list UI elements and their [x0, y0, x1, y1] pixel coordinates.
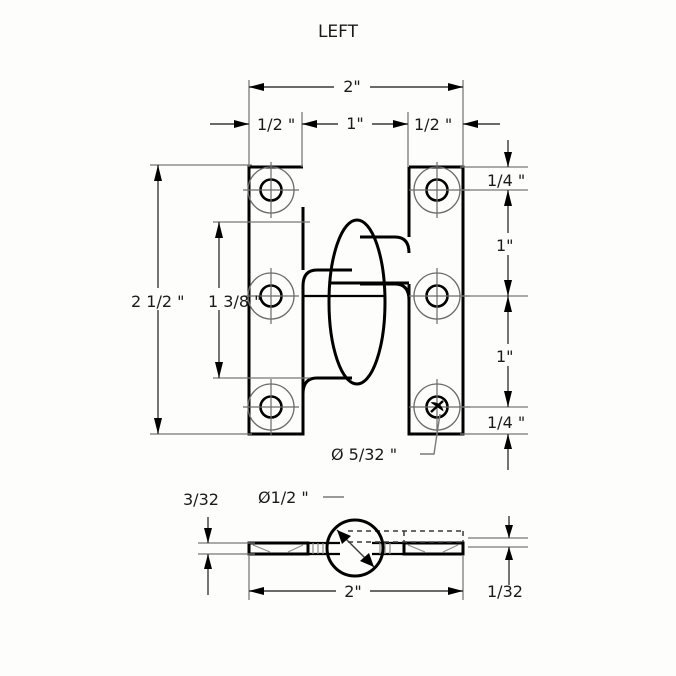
right-leaf-outline — [360, 165, 465, 436]
dim-left-inner-height: 1 3/8 " — [208, 222, 261, 378]
bottom-view-dimensions: 3/32 Ø1/2 " 2" 1/32 — [183, 488, 528, 601]
dim-top-left-leaf: 1/2 " — [210, 115, 295, 134]
callout-barrel-diameter-label: Ø1/2 " — [258, 488, 309, 507]
screw-hole-right-top — [409, 162, 470, 218]
screw-hole-left-top — [243, 162, 299, 218]
dim-plate-thickness-label: 3/32 — [183, 490, 219, 509]
screw-hole-right-middle — [409, 268, 470, 324]
bottom-right-neck — [372, 541, 404, 556]
dim-right-lower-spacing: 1" — [496, 296, 522, 407]
dim-left-overall-height: 2 1/2 " — [131, 165, 184, 434]
dim-right-lower-spacing-label: 1" — [496, 347, 514, 366]
callout-hole-diameter: Ø 5/32 " — [331, 413, 441, 464]
bottom-view — [247, 518, 465, 578]
bottom-left-neck — [308, 541, 340, 556]
dim-right-top-edge-label: 1/4 " — [487, 171, 525, 190]
dim-top-left-leaf-label: 1/2 " — [257, 115, 295, 134]
dim-bottom-overall-width: 2" — [248, 556, 464, 601]
dim-right-upper-spacing: 1" — [496, 190, 522, 296]
bottom-right-plate — [402, 541, 465, 556]
dim-top-right-leaf: 1/2 " — [414, 115, 500, 134]
right-dimensions: 1/4 " 1" 1" 1/4 " — [460, 140, 528, 470]
bottom-left-plate — [247, 541, 310, 556]
callout-hole-diameter-label: Ø 5/32 " — [331, 445, 397, 464]
dim-left-inner-height-label: 1 3/8 " — [208, 292, 261, 311]
dim-right-bottom-edge-label: 1/4 " — [487, 413, 525, 432]
dim-right-bottom-edge: 1/4 " — [487, 413, 525, 470]
callout-barrel-diameter: Ø1/2 " — [258, 488, 375, 568]
left-leaf-outline — [247, 165, 352, 436]
bottom-hidden-outline — [348, 530, 464, 543]
bottom-barrel-circle — [325, 518, 385, 578]
dim-bottom-gap-label: 1/32 — [487, 582, 523, 601]
dim-top-barrel-label: 1" — [346, 114, 364, 133]
dim-top-overall: 2" — [249, 77, 463, 97]
dim-top-right-leaf-label: 1/2 " — [414, 115, 452, 134]
dim-plate-thickness: 3/32 — [183, 490, 255, 595]
left-dimensions: 2 1/2 " 1 3/8 " — [131, 164, 310, 435]
front-view — [243, 162, 470, 436]
dim-top-barrel: 1" — [302, 114, 408, 134]
dim-right-upper-spacing-label: 1" — [496, 236, 514, 255]
dim-bottom-gap: 1/32 — [468, 516, 528, 601]
dim-bottom-overall-width-label: 2" — [344, 582, 362, 601]
page-title: LEFT — [318, 22, 359, 42]
barrel-ellipse — [327, 218, 387, 386]
top-dimensions: 2" 1" 1/2 " 1/2 " — [210, 77, 500, 167]
dim-right-top-edge: 1/4 " — [487, 140, 525, 190]
dim-left-overall-height-label: 2 1/2 " — [131, 292, 184, 311]
screw-hole-left-bottom — [243, 379, 299, 435]
screw-hole-left-middle — [243, 268, 299, 324]
dim-top-overall-label: 2" — [343, 77, 361, 96]
